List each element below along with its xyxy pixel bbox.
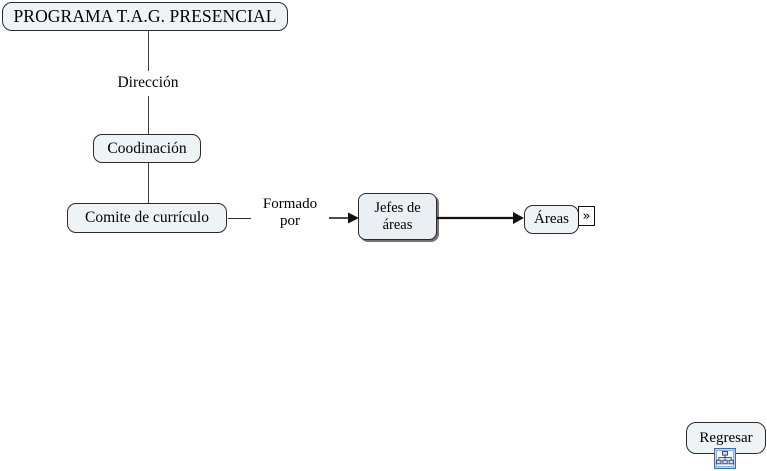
- edge-coordinacion-to-comite: [148, 163, 149, 203]
- org-chart-icon[interactable]: [714, 448, 736, 469]
- edge-comite-to-formado: [228, 218, 255, 219]
- arrow-jefes-to-areas: [437, 212, 524, 224]
- node-jefes-de-areas[interactable]: Jefes de áreas: [358, 193, 437, 240]
- node-programa-tag-presencial[interactable]: PROGRAMA T.A.G. PRESENCIAL: [2, 2, 288, 31]
- node-areas[interactable]: Áreas: [524, 205, 579, 234]
- node-comite-de-curriculo[interactable]: Comite de currículo: [67, 203, 227, 233]
- node-coodinacion[interactable]: Coodinación: [93, 134, 201, 163]
- double-chevron-right-icon[interactable]: »: [578, 206, 595, 226]
- edge-label-direccion: Dirección: [98, 73, 198, 93]
- edge-title-to-direccion: [148, 31, 149, 71]
- edge-label-formado-por: Formado por: [251, 196, 329, 230]
- edge-direccion-to-coordinacion: [148, 96, 149, 134]
